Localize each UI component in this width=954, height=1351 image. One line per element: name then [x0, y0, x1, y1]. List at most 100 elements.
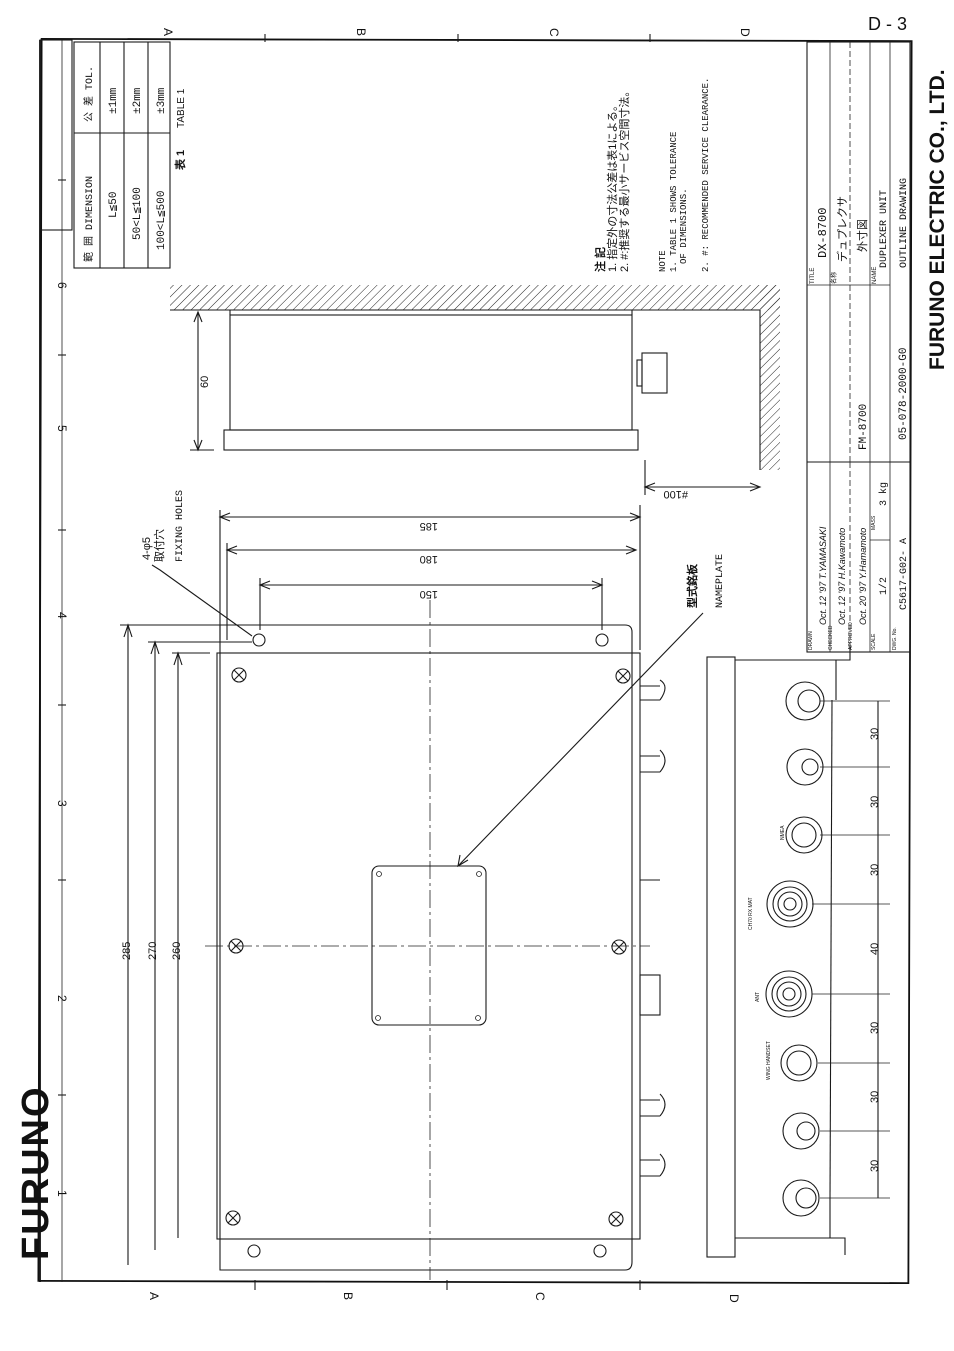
svg-text:注 記: 注 記: [593, 247, 607, 272]
svg-text:6: 6: [55, 282, 69, 289]
svg-text:D: D: [738, 28, 752, 37]
dim-270: 270: [147, 942, 159, 960]
svg-text:1. 指定外の寸法公差は表1による。: 1. 指定外の寸法公差は表1による。: [605, 100, 619, 272]
svg-text:C: C: [533, 1292, 547, 1301]
svg-text:Oct. 12 '97 T.YAMASAKI: Oct. 12 '97 T.YAMASAKI: [818, 526, 828, 625]
notes: 注 記 1. 指定外の寸法公差は表1による。 2. #:推奨する最小サービス空間…: [593, 78, 711, 272]
company-name: FURUNO ELECTRIC CO., LTD.: [926, 69, 949, 370]
title-block: TITLE DX-8700 名称 デュプレクサ 外寸図 NAME DUPLEXE…: [806, 41, 911, 653]
svg-text:DWG. No.: DWG. No.: [892, 627, 898, 650]
dim-60: 60: [199, 376, 211, 388]
grid-letters-top: A B C D: [161, 28, 752, 37]
svg-text:OUTLINE DRAWING: OUTLINE DRAWING: [899, 178, 910, 268]
grid-letters-bottom: A B C D: [147, 1292, 741, 1303]
svg-text:1/2: 1/2: [878, 577, 890, 595]
svg-text:ANT: ANT: [755, 992, 761, 1002]
svg-text:30: 30: [869, 1160, 881, 1172]
svg-text:DRAWN: DRAWN: [808, 631, 814, 650]
svg-text:1: 1: [55, 1190, 69, 1197]
svg-text:2. #:推奨する最小サービス空間寸法。: 2. #:推奨する最小サービス空間寸法。: [617, 86, 631, 272]
svg-text:30: 30: [869, 1091, 881, 1103]
model-number: FM-8700: [858, 404, 870, 450]
svg-text:5: 5: [55, 425, 69, 432]
svg-text:A: A: [147, 1292, 161, 1300]
svg-text:B: B: [341, 1292, 355, 1300]
table-header-tol: 公 差 TOL.: [82, 66, 96, 122]
table-range-3: 100<L≦500: [156, 191, 168, 250]
side-view: 60 #100: [170, 285, 780, 500]
svg-text:WING HANDSET: WING HANDSET: [766, 1041, 772, 1080]
svg-text:30: 30: [869, 864, 881, 876]
svg-text:30: 30: [869, 728, 881, 740]
svg-text:4: 4: [55, 612, 69, 619]
table-caption-en: TABLE 1: [176, 88, 187, 128]
title-value: DX-8700: [816, 208, 830, 258]
svg-text:4-φ5: 4-φ5: [141, 537, 153, 560]
svg-text:CH70 RX MAT: CH70 RX MAT: [748, 897, 754, 930]
fixing-hole-icon: [595, 633, 609, 647]
svg-text:2: 2: [55, 995, 69, 1002]
table-tol-1: ±1mm: [108, 87, 120, 114]
drawing-frame: [37, 34, 913, 1290]
svg-text:OF DIMENSIONS.: OF DIMENSIONS.: [679, 188, 689, 264]
svg-text:C: C: [547, 28, 561, 37]
svg-text:名称: 名称: [830, 272, 838, 284]
svg-text:デュプレクサ: デュプレクサ: [835, 196, 849, 262]
svg-text:MASS: MASS: [871, 515, 877, 530]
svg-text:TITLE: TITLE: [810, 268, 816, 284]
svg-text:SCALE: SCALE: [871, 633, 877, 650]
width-dimensions: 185 180 150: [218, 505, 642, 650]
svg-text:NMEA: NMEA: [780, 825, 786, 840]
svg-text:30: 30: [869, 796, 881, 808]
furuno-logo: FURUNO: [15, 1085, 57, 1260]
drawing-number: C5617-G02- A: [899, 538, 910, 610]
table-range-2: 50<L≦100: [132, 187, 144, 240]
svg-text:3 kg: 3 kg: [878, 482, 890, 506]
grid-numbers-left: 1 2 3 4 5 6: [55, 282, 69, 1197]
dim-185: 185: [420, 520, 438, 532]
table-range-1: L≦50: [108, 192, 120, 218]
part-number: 05-078-2000-G0: [898, 348, 910, 440]
svg-text:FIXING HOLES: FIXING HOLES: [175, 490, 186, 562]
table-header-range: 範 囲 DIMENSION: [82, 176, 96, 262]
fixing-hole-icon: [247, 1244, 261, 1258]
svg-text:CHECKED: CHECKED: [828, 625, 834, 650]
connector-icon: [765, 681, 825, 1217]
connector-panel-view: NMEA CH70 RX MAT ANT WING HANDSET 30 30 …: [706, 645, 890, 1258]
table-tol-2: ±2mm: [132, 87, 144, 114]
svg-text:NAMEPLATE: NAMEPLATE: [715, 554, 726, 608]
svg-text:DUPLEXER UNIT: DUPLEXER UNIT: [879, 190, 890, 268]
svg-text:1. TABLE 1 SHOWS TOLERANCE: 1. TABLE 1 SHOWS TOLERANCE: [669, 132, 679, 272]
table-tol-3: ±3mm: [156, 87, 168, 114]
dim-clearance: #100: [664, 488, 688, 500]
svg-text:Oct. 12 '97 H.Kawamoto: Oct. 12 '97 H.Kawamoto: [837, 528, 847, 625]
svg-text:D: D: [727, 1294, 741, 1303]
svg-text:B: B: [354, 28, 368, 36]
dim-260: 260: [171, 942, 183, 960]
revision-box: [39, 39, 73, 231]
svg-text:40: 40: [869, 943, 881, 955]
svg-text:2. #: RECOMMENDED SERVICE CLEA: 2. #: RECOMMENDED SERVICE CLEARANCE.: [701, 78, 711, 272]
top-view: 285 270 260: [120, 600, 666, 1280]
dim-150: 150: [420, 588, 438, 600]
svg-text:3: 3: [55, 800, 69, 807]
table-caption-jp: 表 1: [173, 150, 187, 171]
svg-text:A: A: [161, 28, 175, 36]
svg-text:30: 30: [869, 1022, 881, 1034]
svg-text:外寸図: 外寸図: [855, 219, 869, 252]
dim-180: 180: [420, 553, 438, 565]
fixing-hole-icon: [252, 633, 266, 647]
svg-text:NOTE: NOTE: [658, 250, 668, 272]
svg-text:APPROVED: APPROVED: [848, 622, 854, 650]
svg-text:Oct. 20 '97 Y.Hamamoto: Oct. 20 '97 Y.Hamamoto: [858, 528, 868, 625]
svg-text:取付穴: 取付穴: [152, 529, 166, 562]
nameplate: [371, 865, 487, 1026]
tolerance-table: 範 囲 DIMENSION 公 差 TOL. L≦50 ±1mm 50<L≦10…: [73, 41, 187, 269]
page-number: D - 3: [868, 14, 907, 34]
nameplate-callout: 型式銘板 NAMEPLATE: [457, 554, 726, 868]
fixing-holes-callout: 4-φ5 取付穴 FIXING HOLES: [141, 490, 253, 637]
fixing-hole-icon: [593, 1244, 607, 1258]
svg-text:型式銘板: 型式銘板: [685, 563, 699, 608]
svg-text:NAME: NAME: [872, 267, 878, 284]
